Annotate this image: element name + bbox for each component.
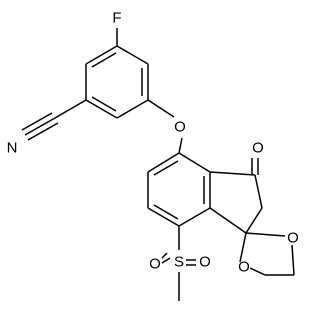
ether-oxygen-label: O [174,119,186,136]
sulfonyl-oxygen-right-label: O [199,254,211,271]
dioxolane-oxygen-2-label: O [238,259,250,276]
benzonitrile-ring [85,45,149,119]
dioxolane-oxygen-1-label: O [287,230,299,247]
chemical-structure-diagram: F N O O O O S O O [7,10,299,301]
sulfur-atom-label: S [174,254,184,271]
ketone-oxygen-label: O [252,140,264,157]
indane-aromatic-ring [147,152,211,227]
nitrile-nitrogen-label: N [7,140,18,157]
sulfonyl-oxygen-left-label: O [149,256,161,273]
dioxolane-ring [239,232,295,276]
ether-bridge [147,99,183,154]
ketone-double-bond [251,158,259,175]
fluorine-atom-label: F [112,10,121,27]
nitrile-group [21,99,87,141]
cyclopentanone-ring [209,171,263,234]
methylsulfonyl-group [161,226,196,301]
